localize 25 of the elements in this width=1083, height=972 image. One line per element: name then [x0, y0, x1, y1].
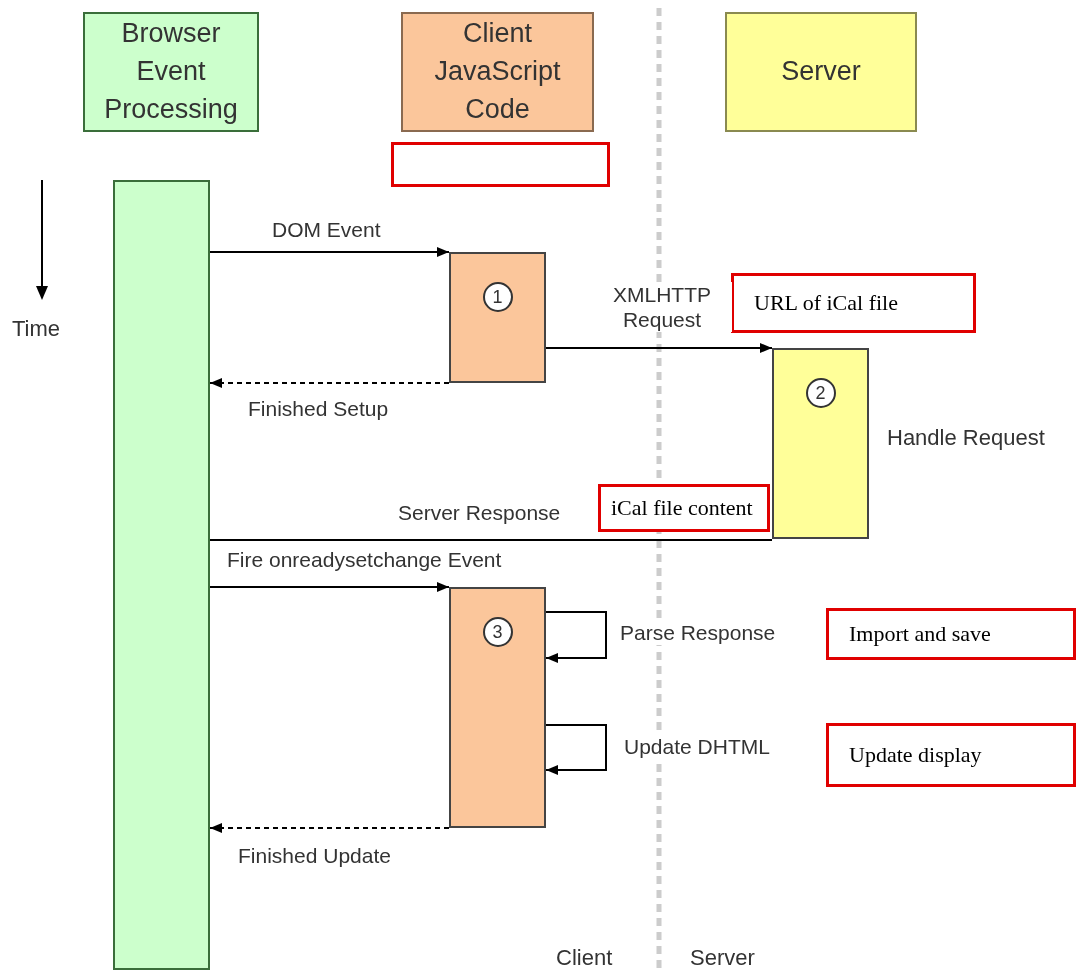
arrow	[545, 724, 607, 775]
axis-label: Time	[12, 316, 61, 342]
annotation-box: Import and save	[826, 608, 1076, 660]
connector-line	[209, 539, 773, 541]
lifeline-bar	[113, 180, 210, 970]
lifeline-header: Server	[725, 12, 917, 132]
annotation-box: Update display	[826, 723, 1076, 787]
lifeline-header: Client JavaScript Code	[401, 12, 594, 132]
annotation-box	[391, 142, 610, 187]
region-label: Server	[690, 945, 755, 971]
node-caption: Handle Request	[887, 425, 1045, 451]
annotation-box: iCal file content	[598, 484, 770, 532]
arrow	[545, 343, 773, 353]
arrow	[209, 378, 450, 388]
arrow	[209, 247, 450, 257]
activation-bar: 2	[772, 348, 869, 539]
arrow	[545, 611, 607, 663]
activation-bar: 3	[449, 587, 546, 828]
annotation-box: URL of iCal file	[731, 273, 976, 333]
arrow	[209, 582, 450, 592]
region-label: Client	[556, 945, 613, 971]
arrow	[209, 823, 450, 833]
edge-label: Update DHTML	[624, 734, 770, 760]
activation-bar: 1	[449, 252, 546, 383]
lifeline-header: Browser Event Processing	[83, 12, 259, 132]
